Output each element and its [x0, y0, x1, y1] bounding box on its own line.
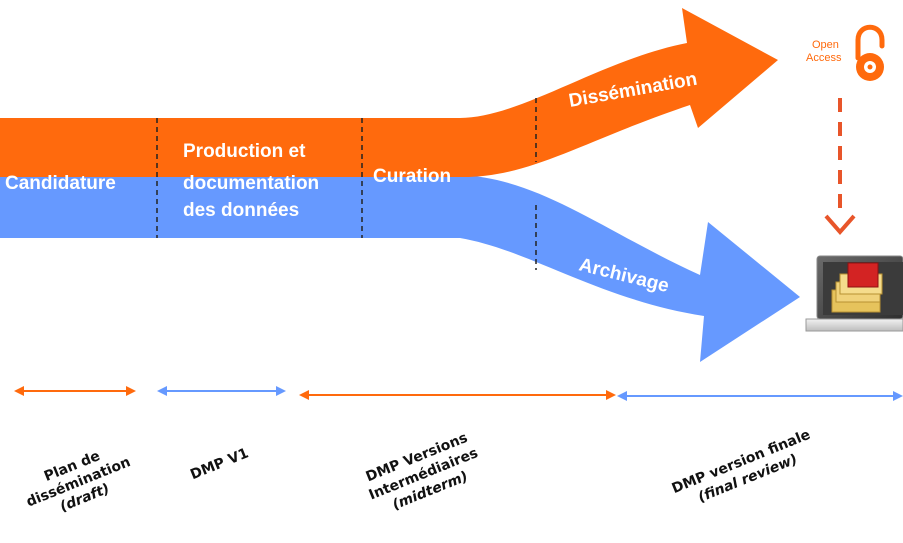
phase-range-3: [299, 390, 616, 400]
phase-label-1: Plan de dissémination (draft): [24, 448, 133, 515]
phase-label-3: DMP Versions Intermédiaires (midterm): [364, 430, 481, 513]
stage-production-line1: Production et: [183, 141, 306, 162]
open-access-line2: Access: [806, 52, 842, 64]
phase-range-1: [14, 386, 136, 396]
open-access-lock-icon: Open Access: [806, 24, 885, 81]
phase-separators: [156, 98, 537, 270]
phase-range-2: [157, 386, 286, 396]
archivage-arrow: [0, 175, 800, 362]
oa-to-archive-dashed-arrow: [824, 98, 856, 236]
open-access-line1: Open: [812, 39, 839, 51]
open-access-shackle: [855, 24, 885, 61]
open-access-keyhole-dot: [867, 64, 873, 70]
phase-range-4: [617, 391, 903, 401]
phase-label-4: DMP version finale (final review): [670, 427, 813, 506]
stage-production-line3: des données: [183, 200, 299, 221]
laptop-folders-icon: [805, 255, 903, 332]
phase-2-line-1: DMP V1: [188, 445, 251, 483]
stage-curation: Curation: [373, 166, 451, 187]
stage-candidature: Candidature: [5, 173, 116, 194]
phase-label-2: DMP V1: [188, 445, 251, 483]
stage-production-line2: documentation: [183, 173, 319, 194]
dissemination-arrow: [0, 8, 778, 178]
